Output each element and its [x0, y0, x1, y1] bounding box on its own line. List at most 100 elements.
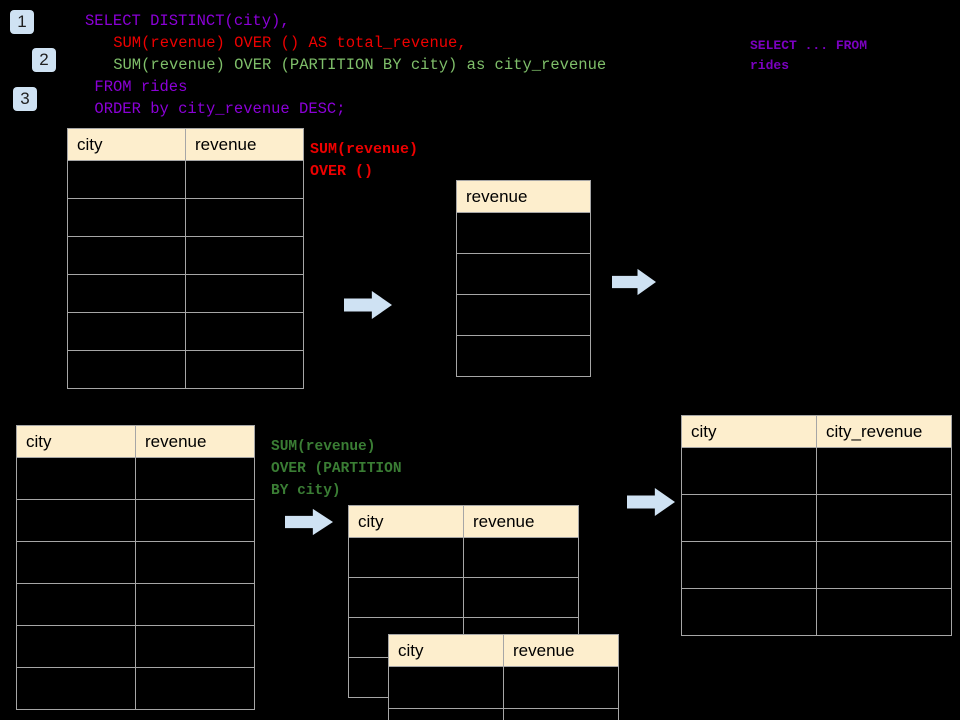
table-cell: [456, 294, 591, 336]
step-badge-2: 2: [32, 48, 56, 72]
arrow-partition-to-result: [627, 487, 675, 517]
table-cell: [388, 666, 504, 709]
table-cell: [681, 494, 817, 542]
table-cell: [456, 253, 591, 295]
table-row: [456, 294, 591, 336]
partition-label-line-2: OVER (PARTITION: [271, 461, 402, 477]
table-row: [681, 541, 952, 589]
table-cell: [67, 350, 186, 389]
table-cell: [67, 312, 186, 351]
arrow-rides-to-partition: [285, 508, 333, 536]
table-cell: [816, 494, 952, 542]
table-cell: [463, 577, 579, 618]
table-cell: [185, 312, 304, 351]
table-cell: [463, 537, 579, 578]
annotation-total-revenue-window: SUM(revenue) OVER (): [310, 139, 418, 183]
column-header-city: city: [67, 128, 186, 161]
table-cell: [681, 447, 817, 495]
table-total-revenue: revenue: [456, 180, 591, 377]
table-header-row: revenue: [456, 180, 591, 213]
table-cell: [16, 583, 136, 626]
column-header-revenue: revenue: [185, 128, 304, 161]
table-row: [67, 236, 304, 275]
source-label-line-1: SELECT ... FROM: [750, 38, 868, 53]
table-cell: [681, 541, 817, 589]
step-badge-1: 1: [10, 10, 34, 34]
table-row: [456, 253, 591, 295]
table-cell: [185, 198, 304, 237]
column-header-revenue: revenue: [135, 425, 255, 458]
table-cell: [135, 667, 255, 710]
table-row: [67, 160, 304, 199]
table-cell: [816, 588, 952, 636]
table-cell: [135, 457, 255, 500]
table-row: [456, 212, 591, 254]
table-cell: [185, 160, 304, 199]
table-cell: [503, 708, 619, 720]
table-cell: [16, 625, 136, 668]
table-row: [348, 537, 579, 578]
table-cell: [67, 236, 186, 275]
table-cell: [503, 666, 619, 709]
table-cell: [185, 350, 304, 389]
total-revenue-label-line-2: OVER (): [310, 163, 374, 180]
step-badge-3: 3: [13, 87, 37, 111]
table-cell: [456, 335, 591, 377]
sql-line-1: SELECT DISTINCT(city),: [85, 12, 290, 30]
sql-line-5: ORDER by city_revenue DESC;: [94, 100, 346, 118]
column-header-city: city: [388, 634, 504, 667]
arrow-rides-to-total: [344, 290, 392, 320]
column-header-city: city: [348, 505, 464, 538]
table-row: [681, 588, 952, 636]
table-cell: [681, 588, 817, 636]
table-cell: [185, 236, 304, 275]
table-row: [16, 667, 255, 710]
column-header-revenue: revenue: [456, 180, 591, 213]
table-cell: [67, 160, 186, 199]
table-cell: [135, 583, 255, 626]
table-row: [456, 335, 591, 377]
table-row: [16, 457, 255, 500]
sql-line-2: SUM(revenue) OVER () AS total_revenue,: [113, 34, 467, 52]
table-cell: [135, 625, 255, 668]
table-row: [16, 541, 255, 584]
table-row: [681, 447, 952, 495]
table-row: [67, 198, 304, 237]
table-cell: [67, 198, 186, 237]
table-cell: [456, 212, 591, 254]
column-header-city: city: [681, 415, 817, 448]
table-row: [67, 350, 304, 389]
table-cell: [185, 274, 304, 313]
table-row: [681, 494, 952, 542]
table-cell: [348, 537, 464, 578]
total-revenue-label-line-1: SUM(revenue): [310, 141, 419, 158]
table-cell: [348, 577, 464, 618]
table-cell: [16, 667, 136, 710]
sql-query-block: SELECT DISTINCT(city), SUM(revenue) OVER …: [85, 10, 606, 120]
table-row: [388, 708, 619, 720]
table-row: [67, 274, 304, 313]
table-row: [67, 312, 304, 351]
table-row: [16, 583, 255, 626]
sql-line-3: SUM(revenue) OVER (PARTITION BY city) as…: [113, 56, 607, 74]
table-cell: [16, 499, 136, 542]
column-header-revenue: revenue: [463, 505, 579, 538]
partition-label-line-3: BY city): [271, 483, 341, 499]
table-cell: [816, 447, 952, 495]
arrow-total-to-result: [612, 268, 656, 296]
table-row: [348, 577, 579, 618]
table-cell: [16, 457, 136, 500]
table-cell: [16, 541, 136, 584]
table-cell: [67, 274, 186, 313]
